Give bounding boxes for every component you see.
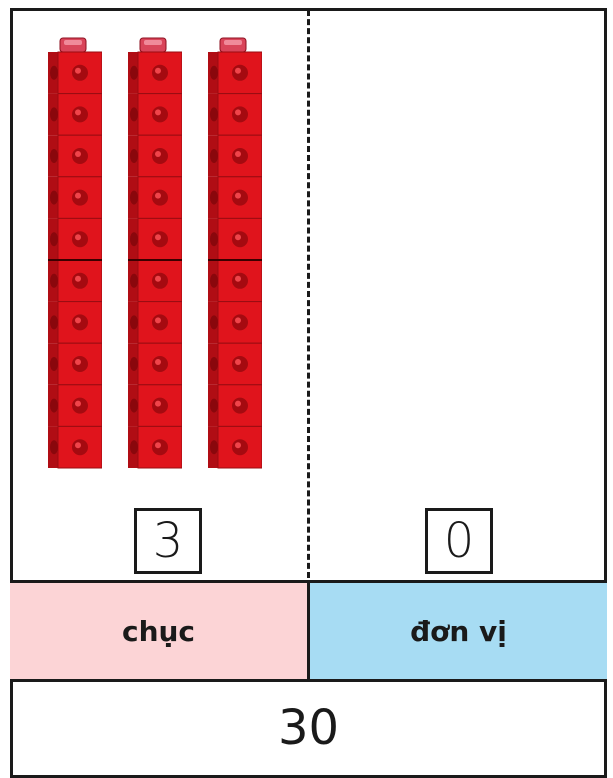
stud-highlight	[235, 400, 241, 407]
cube-side-bump	[50, 232, 58, 247]
stud-highlight	[75, 442, 81, 449]
cube-side-bump	[50, 149, 58, 163]
ones-digit-box: 0	[425, 508, 493, 574]
cube-side-bump	[210, 273, 218, 288]
cube-side-bump	[50, 398, 58, 413]
tens-digit: 3	[152, 513, 184, 569]
stud-highlight	[155, 67, 161, 74]
stud-highlight	[75, 275, 81, 282]
stud-highlight	[155, 442, 161, 449]
stud-highlight	[155, 400, 161, 407]
cube-side-bump	[50, 65, 58, 80]
stud-highlight	[155, 192, 161, 199]
stud-highlight	[235, 359, 241, 365]
cube-side-bump	[210, 357, 218, 371]
cube-side-bump	[50, 107, 58, 122]
stud-highlight	[235, 317, 241, 324]
stud-highlight	[235, 442, 241, 449]
tens-rod	[48, 37, 102, 469]
cube-side-bump	[130, 315, 138, 330]
stud-highlight	[75, 317, 81, 324]
stud-highlight	[235, 234, 241, 241]
column-divider	[307, 10, 310, 578]
stud-highlight	[155, 151, 161, 157]
connector-highlight	[144, 40, 162, 45]
ones-digit: 0	[443, 513, 475, 569]
stud-highlight	[75, 67, 81, 74]
cube-side-bump	[130, 190, 138, 205]
stud-highlight	[235, 109, 241, 116]
stud-highlight	[155, 359, 161, 365]
tens-header: chục	[10, 583, 307, 679]
stud-highlight	[155, 317, 161, 324]
stud-highlight	[75, 234, 81, 241]
cube-side-bump	[130, 398, 138, 413]
stud-highlight	[235, 151, 241, 157]
cube-side-bump	[210, 440, 218, 455]
tens-rod	[128, 37, 182, 469]
cube-side-bump	[50, 357, 58, 371]
cube-side-bump	[130, 149, 138, 163]
cube-side-bump	[210, 315, 218, 330]
stud-highlight	[75, 359, 81, 365]
stud-highlight	[75, 151, 81, 157]
cube-side-bump	[50, 190, 58, 205]
stud-highlight	[75, 192, 81, 199]
stud-highlight	[235, 275, 241, 282]
cube-side-bump	[130, 440, 138, 455]
cube-side-bump	[210, 398, 218, 413]
stud-highlight	[155, 234, 161, 241]
cube-side-bump	[50, 273, 58, 288]
cube-side-bump	[210, 149, 218, 163]
tens-rod	[208, 37, 262, 469]
cube-side-bump	[130, 357, 138, 371]
cube-side-bump	[210, 190, 218, 205]
stud-highlight	[155, 109, 161, 116]
cube-side-bump	[130, 232, 138, 247]
ones-header: đơn vị	[307, 583, 607, 679]
cube-side-bump	[130, 107, 138, 122]
cube-side-bump	[130, 65, 138, 80]
stud-highlight	[235, 192, 241, 199]
connector-highlight	[64, 40, 82, 45]
cube-side-bump	[50, 440, 58, 455]
connector-highlight	[224, 40, 242, 45]
stud-highlight	[75, 109, 81, 116]
stud-highlight	[75, 400, 81, 407]
cube-side-bump	[210, 107, 218, 122]
stud-highlight	[155, 275, 161, 282]
cube-face	[217, 51, 262, 95]
cube-side-bump	[210, 232, 218, 247]
place-value-header: chục đơn vị	[10, 580, 607, 682]
cube-side-bump	[130, 273, 138, 288]
cube-side-bump	[50, 315, 58, 330]
tens-digit-box: 3	[134, 508, 202, 574]
stud-highlight	[235, 67, 241, 74]
number-result: 30	[277, 700, 340, 756]
cube-side-bump	[210, 65, 218, 80]
